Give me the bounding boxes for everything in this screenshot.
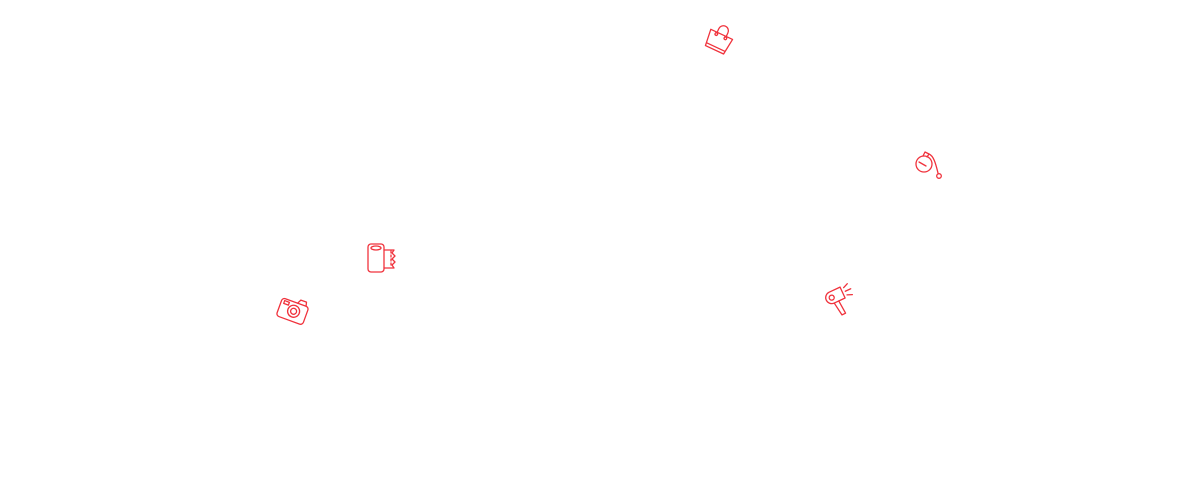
camera-icon [271,288,315,332]
paper-towel-roll-icon [365,241,399,275]
perfume-bottle-icon [912,147,946,181]
shopping-bag-icon [697,15,742,60]
hair-dryer-icon [818,278,863,323]
